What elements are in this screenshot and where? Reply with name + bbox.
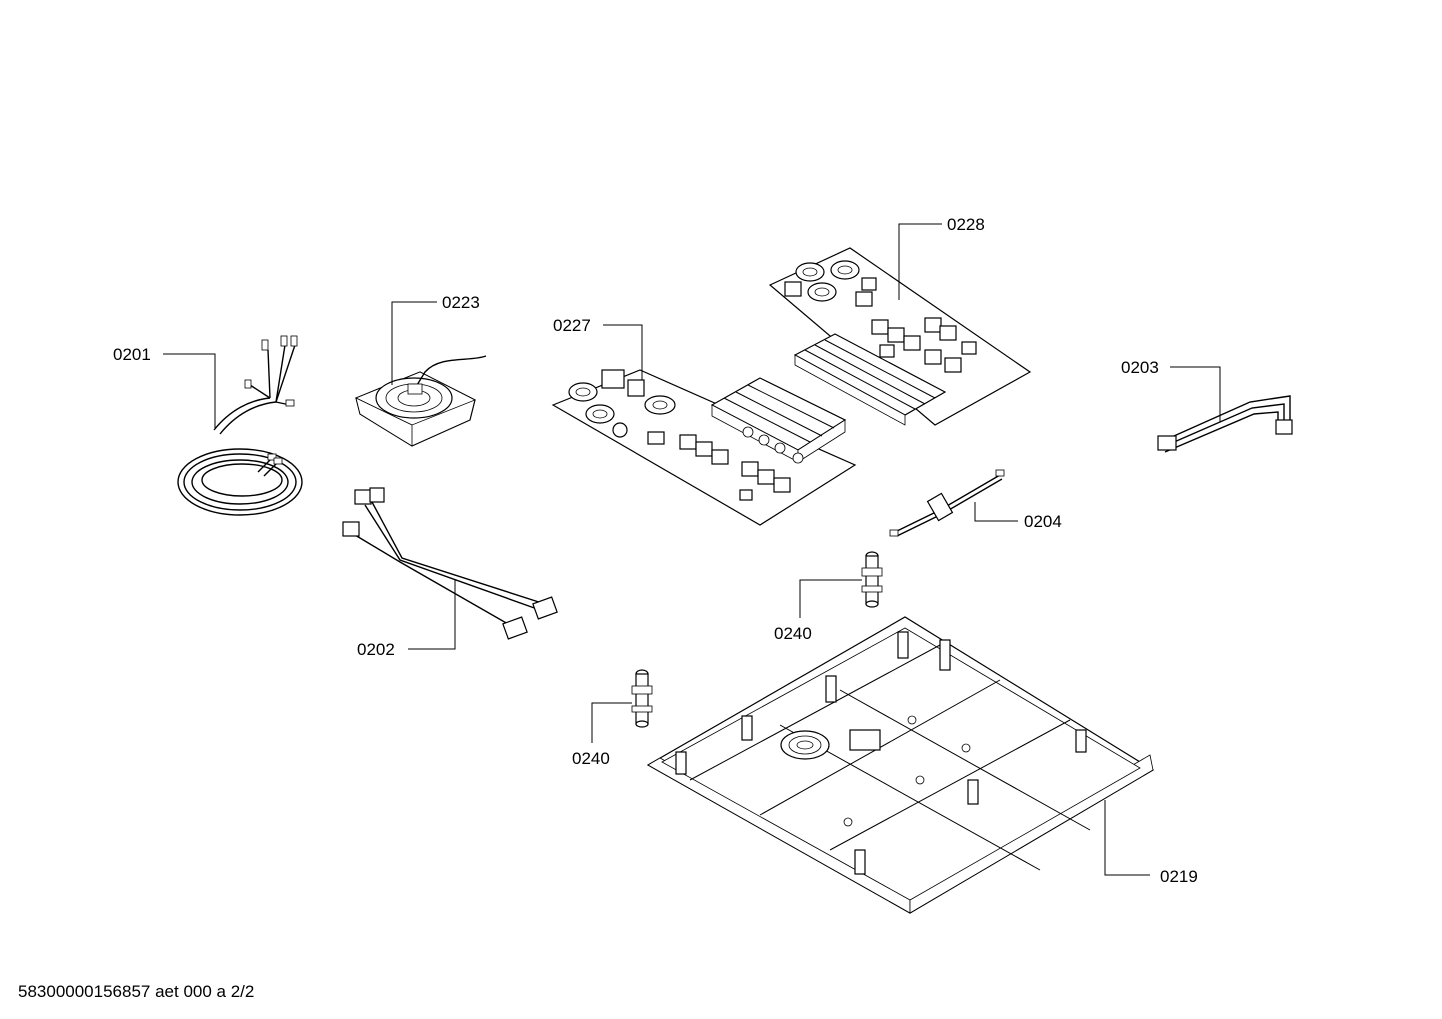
part-0204-cable-ferrite[interactable] — [889, 469, 1005, 537]
part-labels: 0201 0223 0227 0228 0203 0204 0202 0240 … — [113, 215, 1198, 886]
part-0201-power-cable[interactable] — [177, 335, 303, 516]
part-0223-fan[interactable] — [355, 355, 487, 447]
part-0219-base-housing[interactable] — [646, 616, 1155, 914]
label-0228: 0228 — [947, 215, 985, 234]
label-0240-lower: 0240 — [572, 749, 610, 768]
label-0204: 0204 — [1024, 512, 1062, 531]
part-0203-cable[interactable] — [1157, 395, 1293, 453]
label-0240-upper: 0240 — [774, 624, 812, 643]
part-0240-spacer-lower[interactable] — [631, 669, 653, 728]
part-0240-spacer-upper[interactable] — [861, 551, 883, 608]
label-0219: 0219 — [1160, 867, 1198, 886]
part-0202-wire-harness[interactable] — [342, 487, 558, 640]
label-0227: 0227 — [553, 316, 591, 335]
leader-lines — [163, 223, 1221, 876]
label-0223: 0223 — [442, 293, 480, 312]
label-0202: 0202 — [357, 640, 395, 659]
document-footer: 58300000156857 aet 000 a 2/2 — [18, 982, 254, 1001]
part-0227-pcb-board[interactable] — [551, 369, 857, 526]
part-0228-pcb-board[interactable] — [768, 247, 1032, 426]
label-0201: 0201 — [113, 345, 151, 364]
label-0203: 0203 — [1121, 358, 1159, 377]
